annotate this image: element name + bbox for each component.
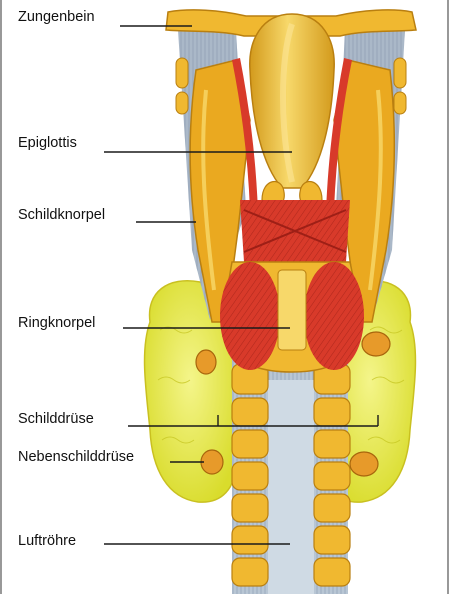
superior-horn-left — [176, 58, 188, 88]
label-cricoid: Ringknorpel — [18, 314, 95, 332]
label-thyroid-gland: Schilddrüse — [18, 410, 94, 428]
label-hyoid: Zungenbein — [18, 8, 95, 26]
label-epiglottis: Epiglottis — [18, 134, 77, 152]
superior-horn-right — [394, 58, 406, 88]
epiglottis-shape — [250, 14, 334, 188]
superior-horn-left-2 — [176, 92, 188, 114]
label-trachea: Luftröhre — [18, 532, 76, 550]
cricoid-lamina-center — [278, 270, 306, 350]
interarytenoid-muscles — [240, 200, 350, 262]
label-parathyroid: Nebenschilddrüse — [18, 448, 134, 466]
trachea-membrane — [268, 380, 314, 594]
label-thyroid-cartilage: Schildknorpel — [18, 206, 105, 224]
superior-horn-right-2 — [394, 92, 406, 114]
